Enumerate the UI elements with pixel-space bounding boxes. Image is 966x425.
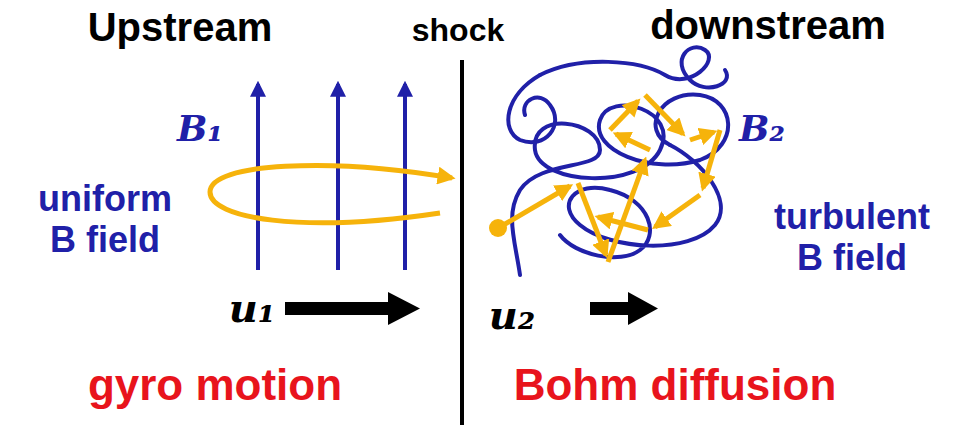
field-scribble (512, 95, 728, 275)
walk-step (655, 195, 700, 227)
shock-title: shock (412, 12, 504, 49)
process-label: gyro motion (88, 360, 342, 411)
process-label: Bohm diffusion (514, 360, 837, 411)
velocity-symbol: u₁ (229, 285, 276, 331)
walk-step (703, 130, 720, 188)
field-lines (258, 84, 405, 270)
shock-front (460, 60, 464, 425)
field-symbol: B₂ (739, 108, 785, 149)
field-label: uniform B field (25, 178, 185, 261)
walk-step (500, 186, 570, 227)
walk-step (616, 134, 650, 150)
random-walk (489, 95, 720, 262)
walk-step (645, 95, 683, 134)
region-title: downstream (650, 2, 886, 48)
flow-arrows (285, 292, 658, 325)
turbulent-field (508, 47, 728, 275)
gyro-orbit (210, 166, 452, 223)
velocity-symbol: u₂ (489, 292, 536, 338)
flow-arrow-shaft (285, 302, 390, 315)
field-line (256, 84, 260, 270)
field-line (403, 84, 407, 270)
field-scribble (540, 47, 727, 87)
region-title: Upstream (88, 4, 273, 50)
walk-step (690, 132, 714, 140)
field-scribble (560, 145, 721, 257)
walk-step (608, 160, 645, 262)
flow-arrow-head (388, 292, 420, 325)
field-label: turbulent B field (762, 196, 942, 279)
flow-arrow-shaft (590, 302, 630, 315)
walk-step (598, 217, 648, 230)
field-line (336, 84, 340, 270)
flow-arrow-head (628, 292, 658, 325)
field-symbol: B₁ (177, 108, 223, 149)
walk-step (610, 101, 638, 130)
field-scribble (508, 75, 555, 142)
